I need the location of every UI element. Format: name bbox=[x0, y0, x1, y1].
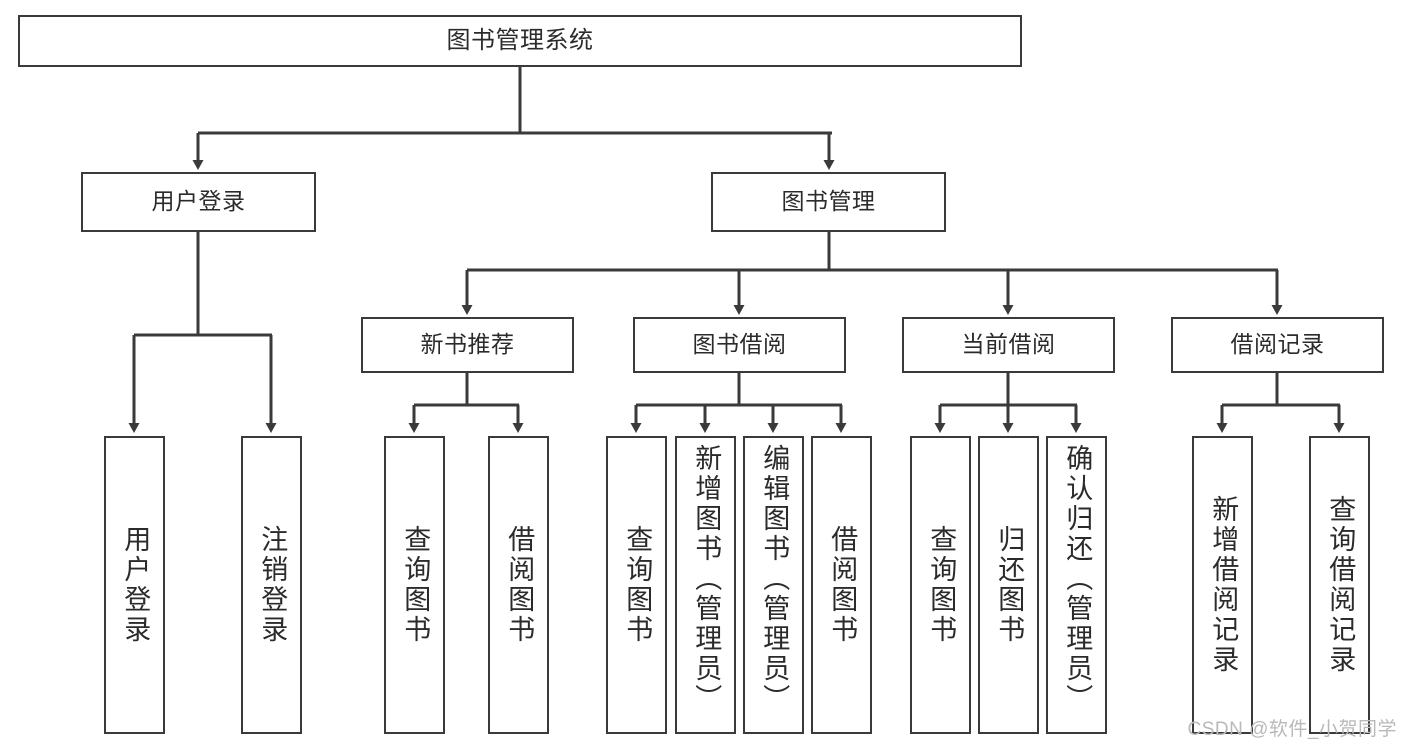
node-label: 图书管理 bbox=[781, 188, 876, 215]
node-label: 用户登录 bbox=[120, 525, 151, 645]
leaf-edit-book-admin[interactable]: 编辑图书（管理员） bbox=[743, 436, 804, 734]
leaf-add-book-admin[interactable]: 新增图书（管理员） bbox=[675, 436, 736, 734]
node-label: 归还图书 bbox=[994, 525, 1025, 645]
node-label: 新书推荐 bbox=[420, 331, 515, 358]
node-label: 新增借阅记录 bbox=[1208, 495, 1239, 675]
node-label: 新增图书（管理员） bbox=[691, 444, 722, 714]
node-label: 图书管理系统 bbox=[446, 26, 594, 54]
node-user-login[interactable]: 用户登录 bbox=[81, 172, 316, 232]
node-label: 用户登录 bbox=[151, 188, 246, 215]
node-label: 借阅图书 bbox=[504, 525, 535, 645]
leaf-add-borrow-record[interactable]: 新增借阅记录 bbox=[1192, 436, 1253, 734]
leaf-user-login[interactable]: 用户登录 bbox=[104, 436, 165, 734]
node-borrow-record[interactable]: 借阅记录 bbox=[1171, 317, 1384, 373]
leaf-user-logout[interactable]: 注销登录 bbox=[241, 436, 302, 734]
leaf-confirm-return-admin[interactable]: 确认归还（管理员） bbox=[1046, 436, 1107, 734]
node-label: 确认归还（管理员） bbox=[1062, 444, 1093, 714]
node-label: 查询借阅记录 bbox=[1325, 495, 1356, 675]
node-label: 借阅记录 bbox=[1230, 331, 1325, 358]
node-label: 编辑图书（管理员） bbox=[759, 444, 790, 714]
node-label: 图书借阅 bbox=[692, 331, 787, 358]
leaf-query-book-recommend[interactable]: 查询图书 bbox=[384, 436, 445, 734]
leaf-query-borrow-record[interactable]: 查询借阅记录 bbox=[1309, 436, 1370, 734]
watermark-text: CSDN @软件_小贺同学 bbox=[1187, 719, 1397, 740]
node-label: 注销登录 bbox=[257, 525, 288, 645]
leaf-query-book-current[interactable]: 查询图书 bbox=[910, 436, 971, 734]
node-book-borrow[interactable]: 图书借阅 bbox=[633, 317, 846, 373]
node-label: 当前借阅 bbox=[961, 331, 1056, 358]
node-new-book-recommend[interactable]: 新书推荐 bbox=[361, 317, 574, 373]
node-label: 借阅图书 bbox=[827, 525, 858, 645]
node-current-borrow[interactable]: 当前借阅 bbox=[902, 317, 1115, 373]
leaf-return-book[interactable]: 归还图书 bbox=[978, 436, 1039, 734]
node-label: 查询图书 bbox=[400, 525, 431, 645]
node-label: 查询图书 bbox=[622, 525, 653, 645]
leaf-borrow-book[interactable]: 借阅图书 bbox=[811, 436, 872, 734]
node-label: 查询图书 bbox=[926, 525, 957, 645]
node-root-book-management-system[interactable]: 图书管理系统 bbox=[18, 15, 1022, 67]
leaf-borrow-book-recommend[interactable]: 借阅图书 bbox=[488, 436, 549, 734]
node-book-management[interactable]: 图书管理 bbox=[711, 172, 946, 232]
leaf-query-book-borrow[interactable]: 查询图书 bbox=[606, 436, 667, 734]
